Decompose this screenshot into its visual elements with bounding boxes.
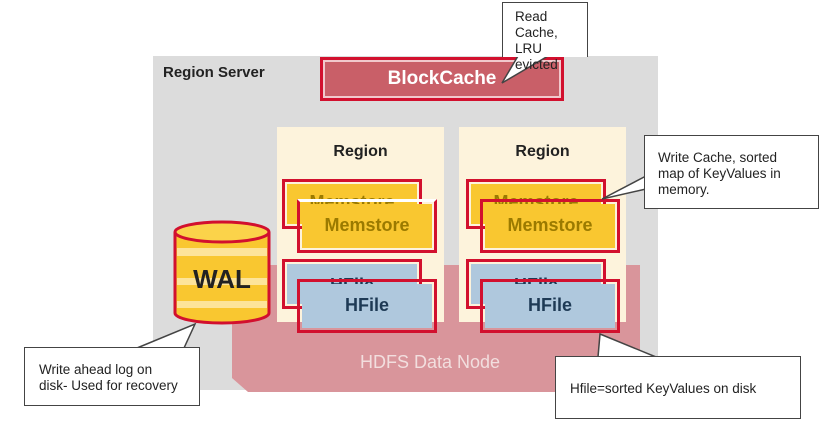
hfile-front: HFile: [297, 279, 437, 333]
callout-line: disk- Used for recovery: [39, 378, 178, 393]
callout-line: map of KeyValues in: [658, 166, 781, 181]
write-cache-pointer: [601, 174, 647, 200]
callout-line: LRU evicted: [515, 41, 558, 72]
memstore-label: Memstore: [507, 215, 593, 235]
read-cache-callout: Read Cache, LRU evicted: [502, 2, 588, 72]
memstore-label: Memstore: [324, 215, 410, 235]
region-title: Region: [515, 143, 570, 160]
callout-line: Write ahead log on: [39, 362, 153, 377]
memstore-front: Memstore: [297, 199, 437, 253]
memstore-front: Memstore: [480, 199, 620, 253]
callout-line: Read Cache,: [515, 9, 558, 40]
region-server-label: Region Server: [163, 64, 265, 81]
hfile-callout: Hfile=sorted KeyValues on disk: [555, 356, 801, 419]
region-2: Region Memstore Memstore HFile HFile: [459, 127, 626, 333]
hfile-label: HFile: [344, 295, 389, 315]
callout-line: Hfile=sorted KeyValues on disk: [570, 381, 757, 396]
write-cache-callout: Write Cache, sorted map of KeyValues in …: [644, 135, 819, 209]
callout-line: Write Cache, sorted: [658, 150, 778, 165]
region-1: Region Memstore Memstore HFile HFile: [277, 127, 444, 333]
hdfs-data-node-label: HDFS Data Node: [360, 352, 501, 372]
hfile-label: HFile: [527, 295, 572, 315]
callout-line: memory.: [658, 182, 710, 197]
wal-pointer: [136, 322, 197, 349]
hfile-pointer: [597, 332, 657, 358]
region-title: Region: [333, 143, 388, 160]
wal-label: WAL: [193, 264, 251, 294]
wal-callout: Write ahead log on disk- Used for recove…: [24, 347, 200, 406]
block-cache-label: BlockCache: [387, 68, 497, 89]
hfile-front: HFile: [480, 279, 620, 333]
